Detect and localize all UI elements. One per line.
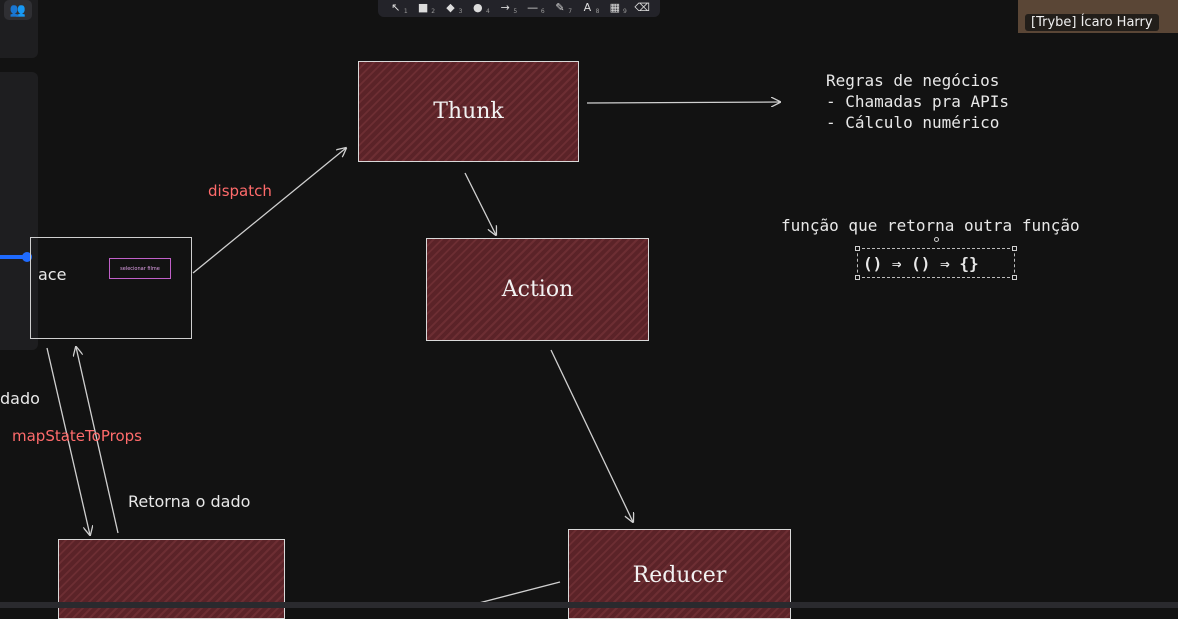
code-selection-box[interactable] <box>855 237 1017 280</box>
diamond-icon: ◆ <box>446 0 455 14</box>
resize-handle-bl[interactable] <box>855 275 860 280</box>
business-rules-item-calc: - Cálculo numérico <box>826 113 1000 132</box>
select-movie-element[interactable]: selecionar filme <box>109 258 171 279</box>
eraser-icon: ⌫ <box>634 0 650 14</box>
business-rules-item-api: - Chamadas pra APIs <box>826 92 1010 111</box>
left-panel-properties <box>0 72 38 350</box>
ellipse-tool[interactable]: ●4 <box>465 1 491 17</box>
select-tool[interactable]: ↖1 <box>383 1 409 17</box>
resize-handle-tl[interactable] <box>855 246 860 251</box>
shortcut-key: 3 <box>458 7 463 15</box>
shortcut-key: 8 <box>595 7 600 15</box>
thunk-label: Thunk <box>433 99 504 124</box>
thunk-box[interactable]: Thunk <box>358 61 579 162</box>
left-panel-top: 👥 <box>0 0 38 58</box>
users-icon[interactable]: 👥 <box>4 0 32 20</box>
arrow-icon: → <box>500 0 510 14</box>
rectangle-tool[interactable]: ■2 <box>410 1 436 17</box>
bottom-bar <box>0 602 1178 608</box>
dispatch-label: dispatch <box>208 182 272 200</box>
line-reducer-to-store <box>474 581 561 605</box>
arrow-tool[interactable]: →5 <box>492 1 518 17</box>
resize-handle-tr[interactable] <box>1012 246 1017 251</box>
function-note: função que retorna outra função <box>781 216 1080 235</box>
action-box[interactable]: Action <box>426 238 649 341</box>
arrow-action-to-reducer <box>550 349 633 522</box>
select-movie-label: selecionar filme <box>120 265 160 272</box>
diamond-tool[interactable]: ◆3 <box>437 1 463 17</box>
rotate-handle[interactable] <box>934 237 939 242</box>
shortcut-key: 1 <box>403 7 408 15</box>
action-label: Action <box>501 277 574 302</box>
arrow-interface-to-store <box>46 347 90 535</box>
shortcut-key: 4 <box>486 7 490 15</box>
rectangle-icon: ■ <box>417 0 429 14</box>
resize-handle-br[interactable] <box>1012 275 1017 280</box>
select-icon: ↖ <box>391 0 401 14</box>
interface-label: ace <box>38 265 67 284</box>
mapstatetoprops-label: mapStateToProps <box>12 427 142 445</box>
text-icon: A <box>583 0 592 14</box>
curried-function-code[interactable]: () ⇒ () ⇒ {} <box>863 254 979 273</box>
participant-name: [Trybe] Ícaro Harry <box>1025 14 1159 31</box>
line-tool[interactable]: —6 <box>520 1 546 17</box>
line-icon: — <box>527 0 539 14</box>
shortcut-key: 7 <box>568 7 573 15</box>
image-tool[interactable]: ▦9 <box>602 1 628 17</box>
business-rules-title: Regras de negócios <box>826 71 1000 90</box>
arrow-interface-to-thunk <box>192 148 346 274</box>
arrow-store-to-interface <box>76 347 119 534</box>
shortcut-key: 9 <box>622 7 627 15</box>
arrow-thunk-to-action <box>464 172 496 235</box>
ellipse-icon: ● <box>473 0 483 14</box>
image-icon: ▦ <box>609 0 621 14</box>
arrow-thunk-to-rules <box>586 102 780 103</box>
draw-tool[interactable]: ✎7 <box>547 1 573 17</box>
opacity-slider-handle[interactable] <box>22 252 32 262</box>
shortcut-key: 5 <box>513 7 518 15</box>
retorna-label: Retorna o dado <box>128 492 251 511</box>
shortcut-key: 6 <box>540 7 545 15</box>
eraser-tool[interactable]: ⌫ <box>629 1 655 17</box>
opacity-slider-track[interactable] <box>0 255 26 259</box>
dado-label: dado <box>0 389 40 408</box>
draw-icon: ✎ <box>555 0 565 14</box>
reducer-label: Reducer <box>632 563 727 588</box>
shortcut-key: 2 <box>431 7 436 15</box>
interface-box[interactable] <box>30 237 192 339</box>
